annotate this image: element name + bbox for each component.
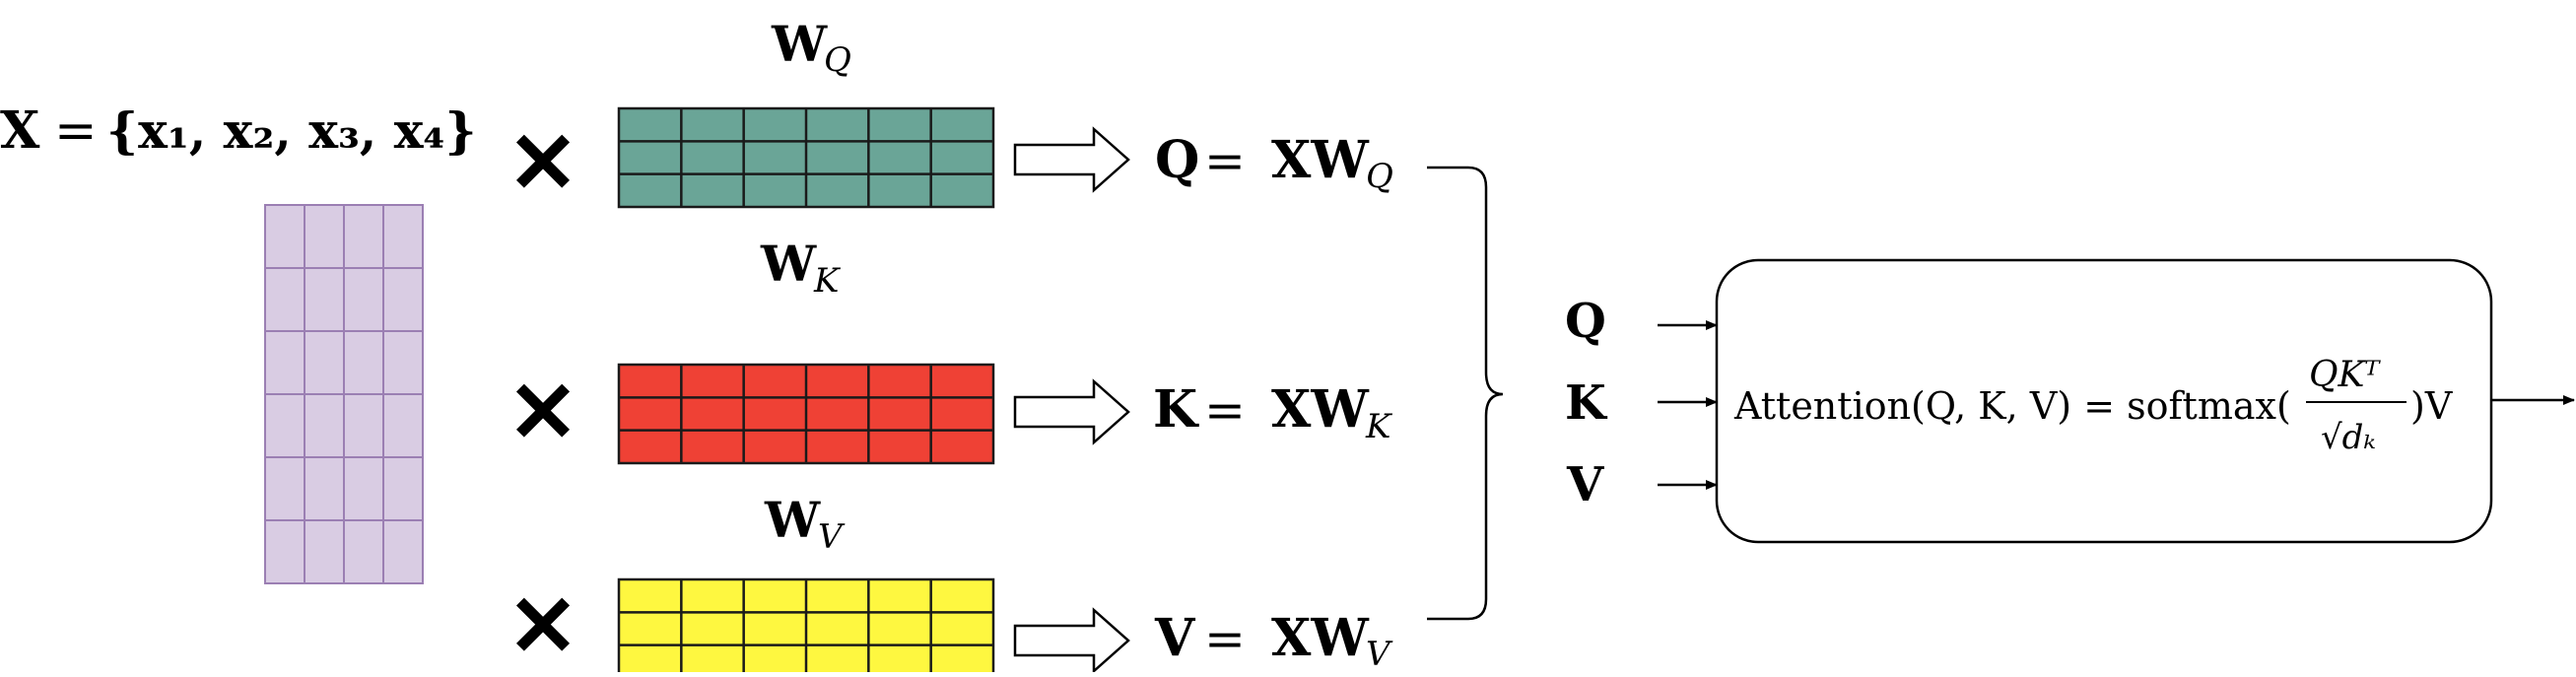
result-k: K = XW K	[1153, 379, 1393, 446]
arrow-v	[1013, 607, 1130, 674]
multiply-symbol-k: ✕	[508, 363, 578, 462]
attention-formula-numerator: QKᵀ	[2309, 355, 2381, 395]
result-q-eq: =	[1204, 132, 1246, 189]
result-v-rhs-sub: V	[1366, 635, 1393, 672]
result-v-eq: =	[1204, 610, 1246, 667]
weight-label-v-main: W	[764, 491, 821, 549]
weight-label-q: W Q	[771, 15, 851, 80]
result-k-lhs: K	[1153, 379, 1199, 440]
attention-input-k: K	[1565, 375, 1608, 431]
input-label-lhs: X	[0, 101, 40, 161]
input-label-eq: =	[54, 102, 98, 161]
result-k-rhs-main: XW	[1271, 379, 1370, 440]
input-matrix	[264, 204, 424, 584]
attention-input-q: Q	[1565, 294, 1606, 349]
result-q-rhs-main: XW	[1271, 130, 1370, 190]
result-k-eq: =	[1204, 381, 1246, 439]
attention-formula-rhs: )V	[2410, 384, 2453, 428]
weight-label-q-main: W	[771, 15, 828, 73]
projection-branches: ✕ W Q Q = XW Q ✕ W K K = XW K ✕ W	[508, 15, 1393, 677]
arrow-k	[1013, 378, 1130, 445]
weight-label-v: W V	[764, 491, 846, 557]
multiply-symbol-v: ✕	[508, 576, 578, 672]
attention-formula-denominator: √dₖ	[2321, 418, 2376, 457]
weight-label-k: W K	[760, 235, 842, 301]
weight-matrix-q	[617, 106, 995, 209]
input-label: X = {x₁, x₂, x₃, x₄}	[0, 101, 477, 161]
result-q-rhs-sub: Q	[1366, 157, 1393, 196]
result-v-rhs-main: XW	[1271, 608, 1370, 668]
result-q-lhs: Q	[1155, 130, 1199, 190]
result-v-lhs: V	[1154, 608, 1196, 668]
input-label-rhs: {x₁, x₂, x₃, x₄}	[106, 102, 477, 160]
arrow-q	[1013, 126, 1130, 193]
attention-formula-lhs: Attention(Q, K, V) = softmax(	[1733, 384, 2291, 428]
multiply-symbol-q: ✕	[508, 113, 578, 213]
result-v: V = XW V	[1154, 608, 1393, 674]
weight-matrix-v	[617, 577, 995, 677]
weight-label-k-main: W	[760, 235, 817, 293]
weight-label-v-sub: V	[818, 517, 846, 557]
weight-label-q-sub: Q	[824, 40, 851, 80]
attention-inputs: Q K V	[1565, 294, 1718, 512]
result-k-rhs-sub: K	[1365, 407, 1393, 446]
grouping-brace	[1427, 166, 1504, 621]
attention-input-v: V	[1566, 457, 1604, 512]
result-q: Q = XW Q	[1155, 130, 1393, 196]
attention-box: Attention(Q, K, V) = softmax( QKᵀ √dₖ )V	[1715, 258, 2493, 544]
weight-label-k-sub: K	[813, 261, 842, 301]
weight-matrix-k	[617, 363, 995, 465]
